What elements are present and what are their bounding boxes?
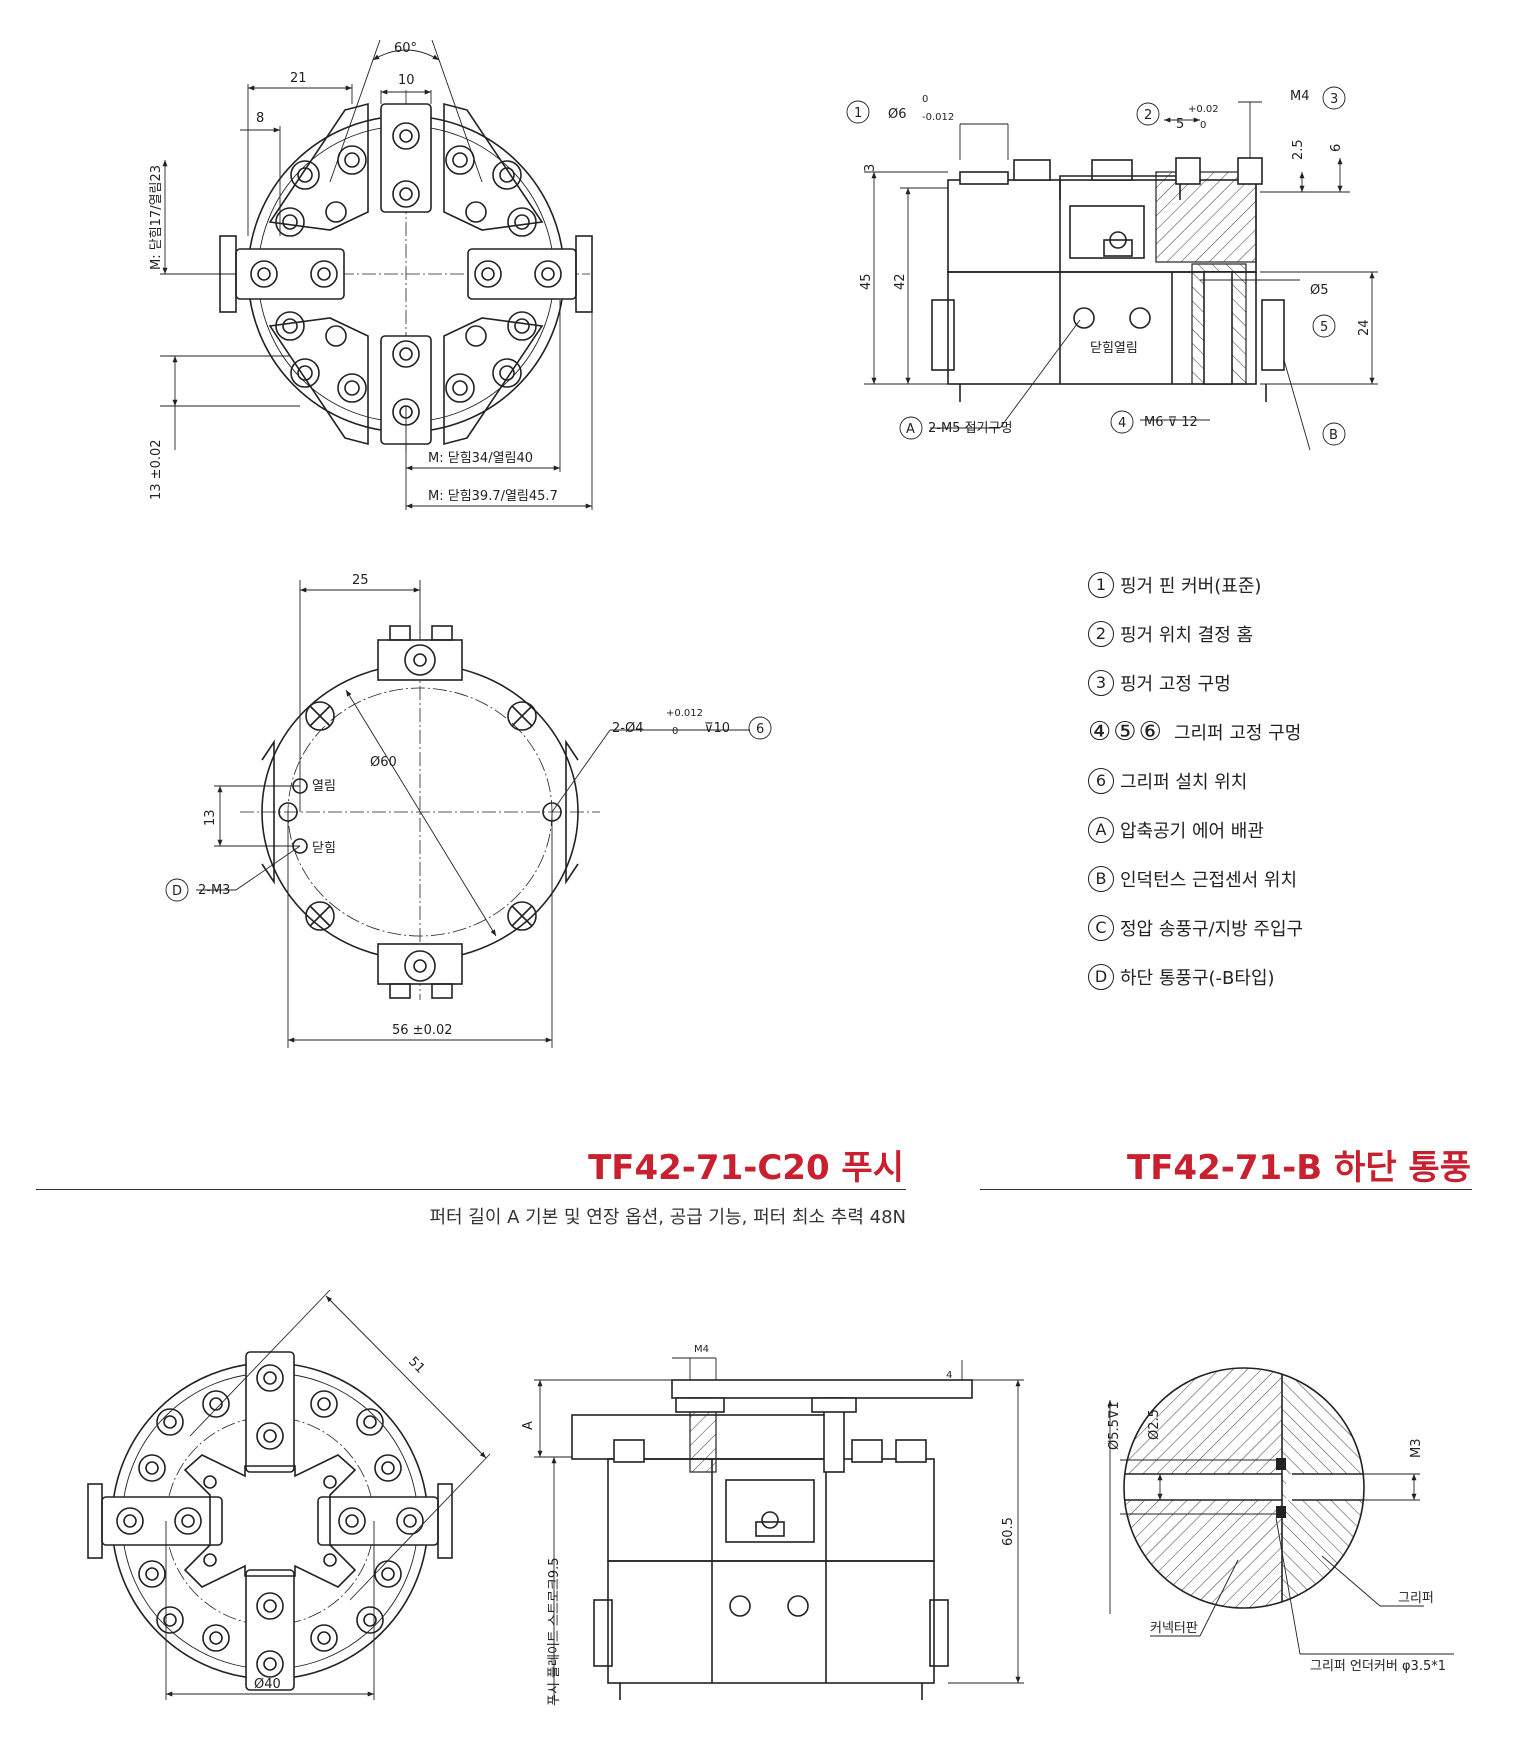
dim-45-label: 45 bbox=[859, 273, 874, 290]
m4-label: M4 bbox=[1290, 89, 1310, 104]
a-text: 2-M5 접기구멍 bbox=[928, 421, 1012, 436]
dim-5-label: 5 bbox=[1176, 117, 1184, 132]
top-view: 60° 10 21 8 M: 닫힘17/열림23 13 ±0.02 M: 닫힘3… bbox=[149, 39, 593, 510]
legend-row: 2 핑거 위치 결정 홈 bbox=[1088, 609, 1488, 658]
dia40-label: Ø40 bbox=[254, 1677, 281, 1692]
legend-mark-multi: ④⑤⑥ bbox=[1088, 716, 1164, 747]
close-label: 닫힘 bbox=[312, 841, 336, 856]
dim-8-label: 8 bbox=[256, 111, 264, 126]
legend-text: 그리퍼 고정 구멍 bbox=[1173, 722, 1302, 744]
dia5-label: Ø5 bbox=[1310, 283, 1329, 298]
dim-42-label: 42 bbox=[893, 273, 908, 290]
dim-left-vertical-label: M: 닫힘17/열림23 bbox=[149, 165, 164, 270]
legend-mark: 6 bbox=[1088, 767, 1114, 794]
section-vent-rule bbox=[980, 1189, 1472, 1190]
angle-60-label: 60° bbox=[394, 41, 417, 56]
callout-2: 2 bbox=[1144, 108, 1152, 123]
close-open-label: 닫힘열림 bbox=[1090, 341, 1138, 356]
dim-24-label: 24 bbox=[1357, 319, 1372, 336]
callout-3: 3 bbox=[1330, 92, 1338, 107]
dim-60-5-label: 60.5 bbox=[1001, 1517, 1016, 1546]
dim-13-label: 13 ±0.02 bbox=[149, 439, 164, 500]
hole-depth: ⊽10 bbox=[704, 721, 730, 736]
callout-B: B bbox=[1329, 428, 1338, 443]
dia2-5-label: Ø2.5 bbox=[1147, 1409, 1162, 1440]
legend-text: 압축공기 에어 배관 bbox=[1120, 820, 1264, 842]
legend-mark: 1 bbox=[1088, 571, 1114, 598]
dim-21-label: 21 bbox=[290, 71, 307, 86]
legend-row: B 인덕턴스 근접센서 위치 bbox=[1088, 854, 1488, 903]
hole-tol-upper: +0.012 bbox=[666, 708, 703, 719]
legend-mark: 3 bbox=[1088, 669, 1114, 696]
bottom-view: 25 Ø60 2-Ø4 +0.012 0 ⊽10 6 열림 닫힘 13 D 2-… bbox=[165, 573, 772, 1048]
connector-label: 커넥터판 bbox=[1150, 1621, 1198, 1636]
legend-mark: C bbox=[1088, 914, 1114, 941]
dia6-tol-lower: -0.012 bbox=[922, 112, 954, 123]
legend-row: C 정압 송풍구/지방 주입구 bbox=[1088, 903, 1488, 952]
legend-mark: D bbox=[1088, 963, 1114, 990]
section-vent-title: TF42-71-B 하단 통풍 bbox=[1127, 1148, 1471, 1188]
dim-25-label: 25 bbox=[352, 573, 369, 588]
legend-row: D 하단 통풍구(-B타입) bbox=[1088, 952, 1488, 1001]
m3-label: M3 bbox=[1409, 1439, 1424, 1459]
legend-text: 정압 송풍구/지방 주입구 bbox=[1120, 918, 1304, 940]
legend-row: 3 핑거 고정 구멍 bbox=[1088, 658, 1488, 707]
legend: 1 핑거 핀 커버(표준) 2 핑거 위치 결정 홈 3 핑거 고정 구멍 ④⑤… bbox=[1088, 560, 1488, 1001]
gripper-label: 그리퍼 bbox=[1398, 1591, 1434, 1606]
dim-2-5-label: 2.5 bbox=[1291, 139, 1306, 160]
dim-5-tol-upper: +0.02 bbox=[1188, 104, 1219, 115]
side-view: 1 Ø6 0 -0.012 2 5 +0.02 0 M4 3 3 45 42 2… bbox=[846, 86, 1378, 451]
section-push-title: TF42-71-C20 푸시 bbox=[588, 1148, 904, 1188]
legend-row: A 압축공기 에어 배관 bbox=[1088, 805, 1488, 854]
legend-mark: A bbox=[1088, 816, 1114, 843]
legend-text: 핑거 핀 커버(표준) bbox=[1120, 575, 1262, 597]
hole-text: 2-Ø4 bbox=[612, 721, 643, 736]
vent-detail: Ø5.5⊽1 Ø2.5 M3 그리퍼 커넥터판 그리퍼 언더커버 φ3.5*1 bbox=[1107, 1367, 1454, 1674]
dim-51-label: 51 bbox=[405, 1354, 427, 1376]
hole-tol-lower: 0 bbox=[672, 726, 678, 737]
dim-m397-label: M: 닫힘39.7/열림45.7 bbox=[428, 489, 558, 504]
m6-text: M6 ⊽ 12 bbox=[1144, 415, 1198, 430]
legend-text: 핑거 위치 결정 홈 bbox=[1120, 624, 1254, 646]
legend-row: 1 핑거 핀 커버(표준) bbox=[1088, 560, 1488, 609]
under-cover-label: 그리퍼 언더커버 φ3.5*1 bbox=[1310, 1659, 1446, 1674]
dim-13-bottom-label: 13 bbox=[203, 809, 218, 826]
dia6-label: Ø6 bbox=[888, 107, 907, 122]
callout-1: 1 bbox=[854, 106, 862, 121]
legend-text: 그리퍼 설치 위치 bbox=[1120, 771, 1248, 793]
legend-mark: 2 bbox=[1088, 620, 1114, 647]
push-side-view: M4 4 A 푸시 플레이트 스트로크9.5 60.5 bbox=[521, 1344, 1024, 1706]
m4-push-label: M4 bbox=[694, 1344, 709, 1355]
dim-3-label: 3 bbox=[863, 164, 878, 172]
legend-text: 인덕턴스 근접센서 위치 bbox=[1120, 869, 1298, 891]
legend-row: ④⑤⑥ 그리퍼 고정 구멍 bbox=[1088, 707, 1488, 756]
callout-6: 6 bbox=[756, 722, 764, 737]
dia6-tol-upper: 0 bbox=[922, 94, 928, 105]
dim-10-label: 10 bbox=[398, 73, 415, 88]
open-label: 열림 bbox=[312, 779, 336, 794]
legend-row: 6 그리퍼 설치 위치 bbox=[1088, 756, 1488, 805]
push-top-view: 51 Ø40 bbox=[87, 1289, 491, 1700]
dim-A-label: A bbox=[521, 1421, 536, 1430]
callout-D: D bbox=[172, 884, 182, 899]
legend-mark: B bbox=[1088, 865, 1114, 892]
dia5-5-label: Ø5.5⊽1 bbox=[1107, 1401, 1122, 1450]
dim-4-label: 4 bbox=[946, 1370, 952, 1381]
dim-m34-label: M: 닫힘34/열림40 bbox=[428, 451, 533, 466]
callout-5: 5 bbox=[1320, 320, 1328, 335]
callout-4: 4 bbox=[1118, 416, 1126, 431]
dim-56-label: 56 ±0.02 bbox=[392, 1023, 453, 1038]
dia60-label: Ø60 bbox=[370, 755, 397, 770]
dim-5-tol-lower: 0 bbox=[1200, 120, 1206, 131]
plate-label: 푸시 플레이트 스트로크9.5 bbox=[547, 1557, 562, 1706]
callout-A: A bbox=[906, 422, 915, 437]
section-push-subtitle: 퍼터 길이 A 기본 및 연장 옵션, 공급 기능, 퍼터 최소 추력 48N bbox=[429, 1207, 906, 1228]
legend-text: 하단 통풍구(-B타입) bbox=[1120, 967, 1275, 989]
section-push-rule bbox=[36, 1189, 906, 1190]
dim-6-label: 6 bbox=[1329, 144, 1344, 152]
legend-text: 핑거 고정 구멍 bbox=[1120, 673, 1231, 695]
d-text: 2-M3 bbox=[198, 883, 230, 898]
